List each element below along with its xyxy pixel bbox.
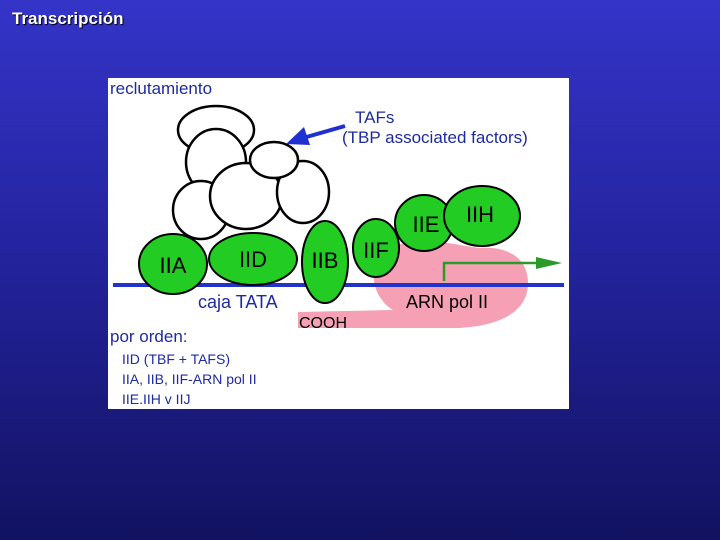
taf-pointer-arrow bbox=[286, 124, 346, 145]
order-step: IIE.IIH v IIJ bbox=[122, 391, 190, 407]
tafs-label: TAFs bbox=[355, 108, 394, 127]
order-step: IIA, IIB, IIF-ARN pol II bbox=[122, 371, 257, 387]
slide-title: Transcripción bbox=[12, 9, 124, 28]
order-heading: por orden: bbox=[110, 327, 188, 346]
factor-iia-label: IIA bbox=[160, 253, 187, 278]
factor-iif: IIF bbox=[352, 218, 400, 278]
factor-iid: IID bbox=[208, 232, 298, 286]
factor-iia: IIA bbox=[138, 233, 208, 295]
order-step: IID (TBF + TAFS) bbox=[122, 351, 230, 367]
factor-iih-label: IIH bbox=[466, 202, 494, 227]
factor-iie-label: IIE bbox=[413, 212, 440, 237]
factor-iib: IIB bbox=[301, 220, 349, 304]
taf-circle bbox=[248, 140, 300, 180]
factor-iih: IIH bbox=[443, 185, 521, 247]
tata-box-label: caja TATA bbox=[198, 292, 278, 312]
taf-circle bbox=[275, 159, 331, 225]
factor-iie: IIE bbox=[394, 194, 454, 252]
polymerase-label: ARN pol II bbox=[406, 292, 488, 312]
cooh-label: COOH bbox=[299, 315, 347, 332]
recruitment-heading: reclutamiento bbox=[110, 79, 212, 98]
tafs-sublabel: (TBP associated factors) bbox=[342, 128, 528, 147]
transcription-start-arrow bbox=[442, 257, 562, 281]
transcription-diagram: reclutamiento TAFs (TBP associated facto… bbox=[108, 78, 569, 409]
factor-iid-label: IID bbox=[239, 247, 267, 272]
factor-iib-label: IIB bbox=[312, 248, 339, 273]
taf-complex bbox=[171, 104, 331, 241]
factor-iif-label: IIF bbox=[363, 238, 389, 263]
